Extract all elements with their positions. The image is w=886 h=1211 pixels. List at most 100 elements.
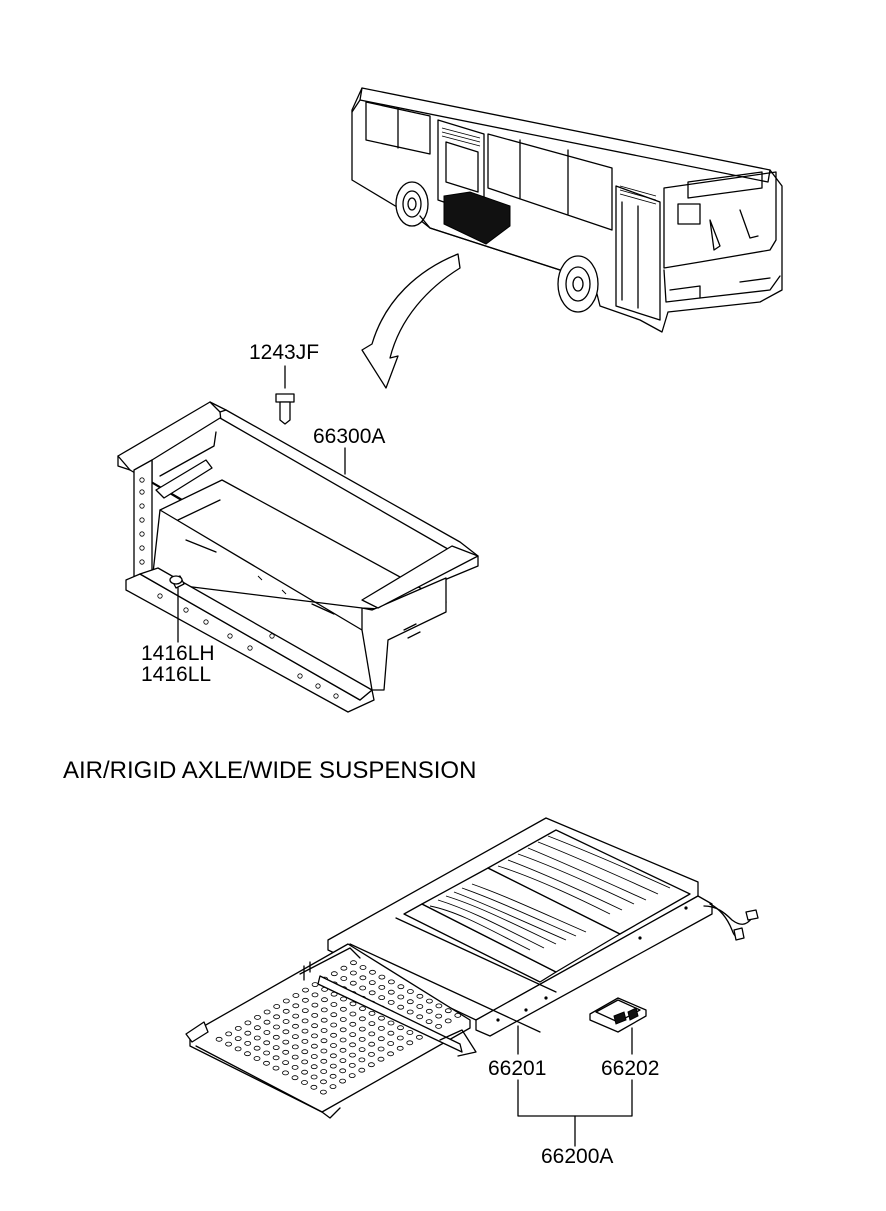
perforation-hole xyxy=(387,1000,395,1005)
perforation-hole xyxy=(253,1056,261,1061)
perforation-hole xyxy=(301,997,309,1003)
perforation-hole xyxy=(311,992,319,998)
label-bolt-1243jf: 1243JF xyxy=(249,341,320,364)
perforation-hole xyxy=(435,1003,443,1009)
perforation-hole xyxy=(292,1003,300,1009)
perforation-hole xyxy=(350,960,357,966)
perforation-hole xyxy=(368,1011,376,1016)
perforation-hole xyxy=(340,996,347,1002)
suspension-heading: AIR/RIGID AXLE/WIDE SUSPENSION xyxy=(63,757,477,784)
perforation-hole xyxy=(339,1058,347,1063)
perforation-hole xyxy=(425,1008,433,1014)
perforation-hole xyxy=(254,1015,261,1020)
perforation-hole xyxy=(291,1065,299,1070)
perforation-hole xyxy=(330,1002,338,1007)
perforation-hole xyxy=(282,1019,290,1024)
perforation-hole xyxy=(329,1073,337,1079)
perforation-hole xyxy=(397,1025,404,1031)
perforation-hole xyxy=(253,1035,261,1041)
perforation-hole xyxy=(310,1084,318,1090)
perforation-hole xyxy=(310,1064,318,1070)
perforation-hole xyxy=(415,1034,423,1040)
perforation-hole xyxy=(359,985,367,991)
perforation-hole xyxy=(263,1009,271,1015)
perforation-hole xyxy=(397,1004,405,1010)
perforation-hole xyxy=(358,1037,366,1042)
perforation-hole xyxy=(406,989,414,994)
perforation-hole xyxy=(292,993,300,998)
perforation-hole xyxy=(301,1018,309,1024)
perforation-hole xyxy=(378,995,386,1000)
perforation-hole xyxy=(349,1011,357,1017)
perforation-hole xyxy=(330,971,338,977)
perforation-hole xyxy=(320,1048,328,1054)
bus-illustration xyxy=(351,87,783,333)
perforation-hole xyxy=(244,1030,252,1036)
perforation-hole xyxy=(311,1002,319,1008)
perforation-hole xyxy=(310,1043,318,1049)
platform-perforations xyxy=(215,960,462,1095)
perforation-hole xyxy=(330,1012,338,1018)
perforation-hole xyxy=(359,965,367,970)
perforation-hole xyxy=(215,1036,223,1042)
perforation-hole xyxy=(378,1015,385,1021)
perforation-hole xyxy=(301,1028,309,1034)
perforation-hole xyxy=(377,1036,385,1042)
perforation-hole xyxy=(368,1052,375,1057)
perforation-hole xyxy=(378,974,386,980)
perforation-hole xyxy=(339,1068,347,1074)
perforation-hole xyxy=(320,1079,327,1085)
perforation-hole xyxy=(282,1049,290,1055)
perforation-hole xyxy=(273,1004,281,1009)
perforation-hole xyxy=(397,984,405,990)
perforation-hole xyxy=(263,1040,271,1046)
perforation-hole xyxy=(349,980,357,986)
perforation-hole xyxy=(368,1021,376,1026)
perforation-hole xyxy=(339,1047,347,1053)
perforation-hole xyxy=(377,1026,385,1031)
perforation-hole xyxy=(225,1041,233,1047)
perforation-hole xyxy=(301,1069,309,1075)
perforation-hole xyxy=(358,1016,366,1022)
perforation-hole xyxy=(234,1026,242,1031)
perforation-hole xyxy=(387,1041,395,1046)
perforation-hole xyxy=(406,1040,414,1046)
perforation-hole xyxy=(358,1067,366,1073)
perforation-hole xyxy=(321,997,328,1003)
perforation-hole xyxy=(416,1014,424,1020)
perforation-hole xyxy=(406,1009,414,1015)
perforation-hole xyxy=(310,1074,318,1080)
perforation-hole xyxy=(348,1073,356,1078)
label-box-66300a: 66300A xyxy=(313,425,386,448)
perforation-hole xyxy=(292,1023,299,1029)
curved-arrow-icon xyxy=(361,253,461,389)
perforation-hole xyxy=(263,1030,271,1035)
perforation-hole xyxy=(358,1057,366,1063)
perforation-hole xyxy=(282,1008,290,1014)
label-pin-1416lh: 1416LH xyxy=(141,642,215,665)
perforation-hole xyxy=(406,999,414,1005)
label-control-box-66202: 66202 xyxy=(601,1057,660,1080)
perforation-hole xyxy=(349,1001,357,1007)
perforation-hole xyxy=(301,1008,309,1013)
perforation-hole xyxy=(329,1063,337,1069)
leader-lines-upper xyxy=(177,447,346,643)
perforation-hole xyxy=(234,1036,242,1041)
perforation-hole xyxy=(387,1020,395,1026)
perforation-hole xyxy=(320,1038,328,1044)
perforation-hole xyxy=(444,1018,452,1024)
perforation-hole xyxy=(369,969,376,975)
perforation-hole xyxy=(348,1063,356,1068)
perforation-hole xyxy=(368,1041,376,1047)
perforation-hole xyxy=(349,1021,357,1027)
perforation-hole xyxy=(349,1032,357,1037)
perforation-hole xyxy=(416,1004,424,1009)
perforation-hole xyxy=(349,970,357,976)
perforation-hole xyxy=(387,1030,395,1036)
perforation-hole xyxy=(406,1030,414,1035)
perforation-hole xyxy=(291,1054,299,1060)
perforation-hole xyxy=(319,1089,327,1095)
perforation-hole xyxy=(358,1047,366,1052)
perforation-hole xyxy=(330,1043,337,1048)
